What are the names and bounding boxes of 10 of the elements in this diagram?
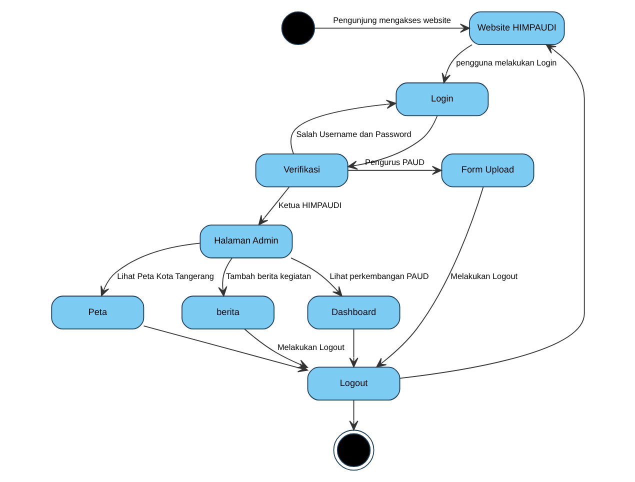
edge-label: Pengurus PAUD xyxy=(364,158,424,168)
edge-label: Melakukan Logout xyxy=(276,343,344,352)
edge-label: Lihat Peta Kota Tangerang xyxy=(116,272,214,282)
edge-label: Ketua HIMPAUDI xyxy=(278,200,342,210)
edge-label: Salah Username dan Password xyxy=(296,130,411,139)
edge-label: pengguna melakukan Login xyxy=(456,58,556,68)
edge-label: Lihat perkembangan PAUD xyxy=(329,272,428,282)
edge-label: Tambah berita kegiatan xyxy=(225,272,311,282)
edge-label: Melakukan Logout xyxy=(450,272,518,282)
edge-label: Pengunjung mengakses website xyxy=(332,16,450,25)
